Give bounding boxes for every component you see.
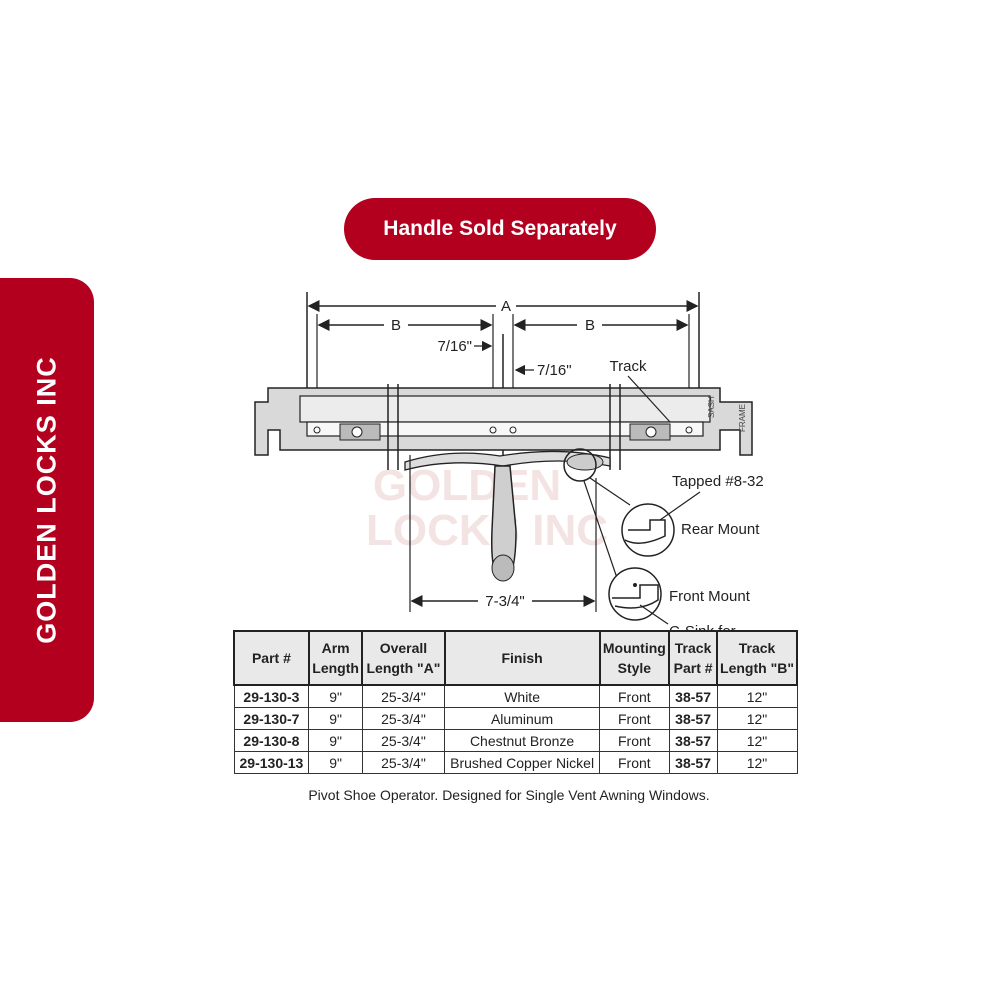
cell-overall-length: 25-3/4"	[361, 729, 446, 752]
detail-leader-front	[583, 480, 618, 579]
handle-width-label: 7-3/4"	[485, 593, 525, 610]
dim-b-left-label: B	[391, 317, 401, 334]
offset-left-label: 7/16"	[437, 338, 472, 355]
detail-leader-rear	[589, 477, 631, 506]
track-leader	[627, 375, 671, 423]
cell-finish: White	[444, 684, 601, 708]
cell-track-part: 38-57	[668, 707, 718, 730]
cell-arm-length: 9"	[308, 729, 363, 752]
cell-mounting-style: Front	[599, 684, 670, 708]
cell-track-length: 12"	[716, 707, 798, 730]
cell-finish: Chestnut Bronze	[444, 729, 601, 752]
cell-arm-length: 9"	[308, 751, 363, 774]
front-mount-screw	[633, 583, 637, 587]
frame-label: FRAME	[738, 404, 747, 432]
table-row: 29-130-13 9" 25-3/4" Brushed Copper Nick…	[233, 751, 798, 774]
watermark-logo: GOLDEN	[373, 461, 561, 510]
cell-track-part: 38-57	[668, 751, 718, 774]
track-label: Track	[610, 358, 647, 375]
cell-overall-length: 25-3/4"	[361, 684, 446, 708]
cell-overall-length: 25-3/4"	[361, 751, 446, 774]
sash-rail	[299, 395, 711, 423]
pivot-shoe-right-pin	[645, 426, 657, 438]
header-finish: Finish	[443, 630, 601, 686]
cell-track-part: 38-57	[668, 684, 718, 708]
front-mount-label: Front Mount	[669, 588, 751, 605]
operator-arms	[404, 450, 611, 471]
sash-label: SASH	[707, 396, 716, 418]
cell-mounting-style: Front	[599, 729, 670, 752]
tapped-label: Tapped #8-32	[672, 473, 764, 490]
cell-part-number: 29-130-8	[233, 729, 310, 752]
cell-part-number: 29-130-3	[233, 684, 310, 708]
screw-hole	[509, 426, 517, 434]
header-part-number: Part #	[233, 630, 310, 686]
track-rail	[306, 421, 704, 437]
table-caption: Pivot Shoe Operator. Designed for Single…	[308, 787, 710, 803]
cell-track-part: 38-57	[668, 729, 718, 752]
cell-arm-length: 9"	[308, 707, 363, 730]
screw-hole	[313, 426, 321, 434]
detail-callout-circle	[563, 448, 597, 482]
table-row: 29-130-8 9" 25-3/4" Chestnut Bronze Fron…	[233, 729, 798, 752]
cell-finish: Aluminum	[444, 707, 601, 730]
cell-overall-length: 25-3/4"	[361, 707, 446, 730]
operator-body	[566, 453, 604, 471]
cell-finish: Brushed Copper Nickel	[444, 751, 601, 774]
cell-mounting-style: Front	[599, 707, 670, 730]
crank-knob	[491, 554, 515, 582]
cell-part-number: 29-130-7	[233, 707, 310, 730]
watermark-logo-2: LOCKS INC	[366, 506, 608, 555]
table-row: 29-130-7 9" 25-3/4" Aluminum Front 38-57…	[233, 707, 798, 730]
tapped-leader	[659, 491, 701, 521]
table-row: 29-130-3 9" 25-3/4" White Front 38-57 12…	[233, 684, 798, 708]
brand-side-tab	[0, 278, 94, 722]
handle-sold-separately-badge: Handle Sold Separately	[344, 198, 656, 260]
front-mount-profile	[612, 584, 659, 609]
dim-b-right-label: B	[585, 317, 595, 334]
pivot-shoe-left-pin	[351, 426, 363, 438]
front-mount-detail	[608, 567, 662, 621]
dim-a-label: A	[501, 298, 511, 315]
screw-hole	[489, 426, 497, 434]
rear-mount-profile	[624, 519, 666, 544]
screw-hole	[685, 426, 693, 434]
offset-right-label: 7/16"	[537, 362, 572, 379]
csink-leader	[639, 604, 669, 625]
cell-part-number: 29-130-13	[233, 751, 310, 774]
rear-mount-label: Rear Mount	[681, 521, 760, 538]
cell-mounting-style: Front	[599, 751, 670, 774]
cell-track-length: 12"	[716, 684, 798, 708]
cell-track-length: 12"	[716, 751, 798, 774]
cell-track-length: 12"	[716, 729, 798, 752]
cell-arm-length: 9"	[308, 684, 363, 708]
